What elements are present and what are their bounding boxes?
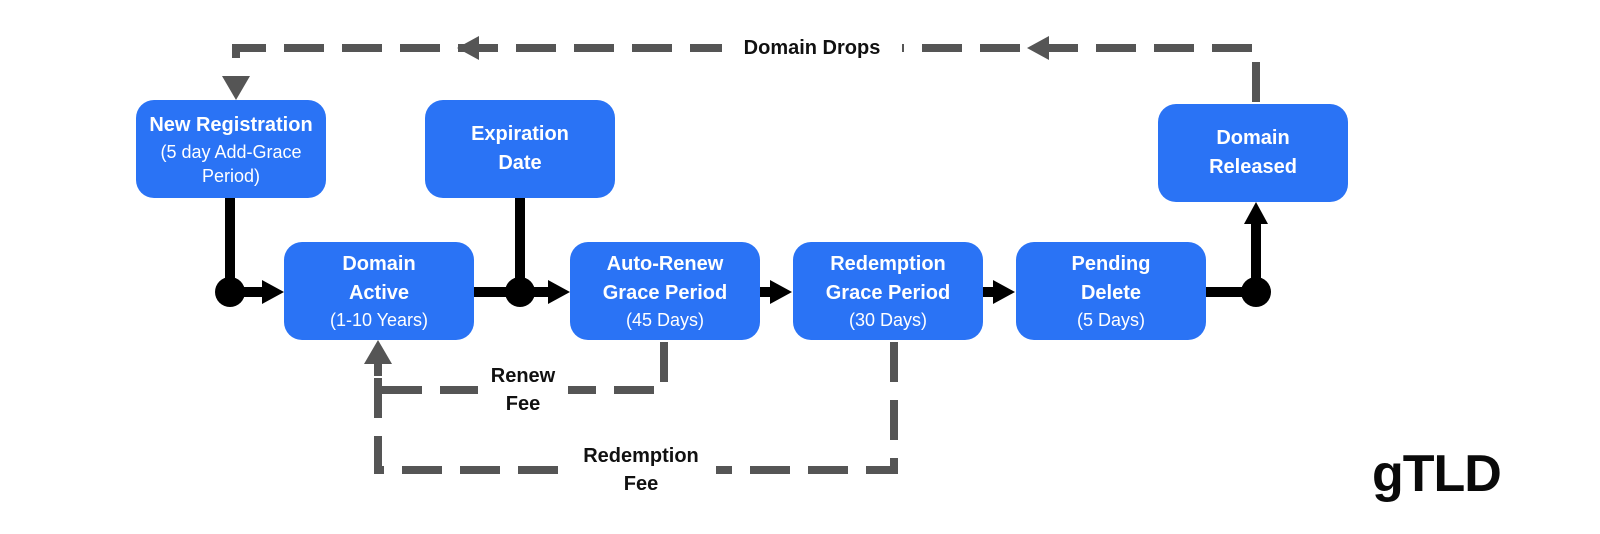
arrowhead-into-autorenew [548,280,570,304]
redemption-fee-label: Redemption Fee [566,442,716,498]
arrowhead-drops-down [222,76,250,100]
junction-dot-released [1241,277,1271,307]
arrowhead-fee-up [364,340,392,364]
redemption-title: Redemption Grace Period [825,253,951,304]
expiration-date-title: Expiration Date [471,123,569,174]
domain-active-title: Domain Active [342,253,416,304]
junction-dot-expiration [505,277,535,307]
pending-delete-sub: (5 Days) [1076,310,1145,330]
dashed-arrowheads [222,36,1049,364]
arrowhead-drops-left-1 [457,36,479,60]
arrowhead-into-pending [993,280,1015,304]
box-new-registration: New Registration (5 day Add-Grace Period… [136,100,326,198]
pending-delete-title: Pending Delete [1071,253,1151,304]
box-redemption: Redemption Grace Period (30 Days) [793,242,983,340]
domain-drops-label: Domain Drops [722,34,902,62]
box-domain-released: Domain Released [1158,104,1348,202]
gtld-brand-label: gTLD [1372,445,1502,503]
auto-renew-title: Auto-Renew Grace Period [602,253,728,304]
domain-released-title: Domain Released [1209,127,1297,178]
junction-dots [215,277,1271,307]
redemption-sub: (30 Days) [848,310,928,330]
new-registration-sub: (5 day Add-Grace Period) [160,141,302,186]
arrowhead-into-active [262,280,284,304]
domain-active-sub: (1-10 Years) [329,310,429,330]
domain-drops-loop [232,44,1260,102]
arrowhead-drops-left-2 [1027,36,1049,60]
auto-renew-sub: (45 Days) [625,310,705,330]
junction-dot-registration [215,277,245,307]
renew-fee-label: Renew Fee [478,362,568,418]
box-domain-active: Domain Active (1-10 Years) [284,242,474,340]
arrowhead-into-redemption [770,280,792,304]
box-pending-delete: Pending Delete (5 Days) [1016,242,1206,340]
solid-arrowheads [262,202,1268,304]
box-expiration-date: Expiration Date [425,100,615,198]
box-auto-renew: Auto-Renew Grace Period (45 Days) [570,242,760,340]
new-registration-title: New Registration [149,113,313,136]
arrowhead-into-released [1244,202,1268,224]
